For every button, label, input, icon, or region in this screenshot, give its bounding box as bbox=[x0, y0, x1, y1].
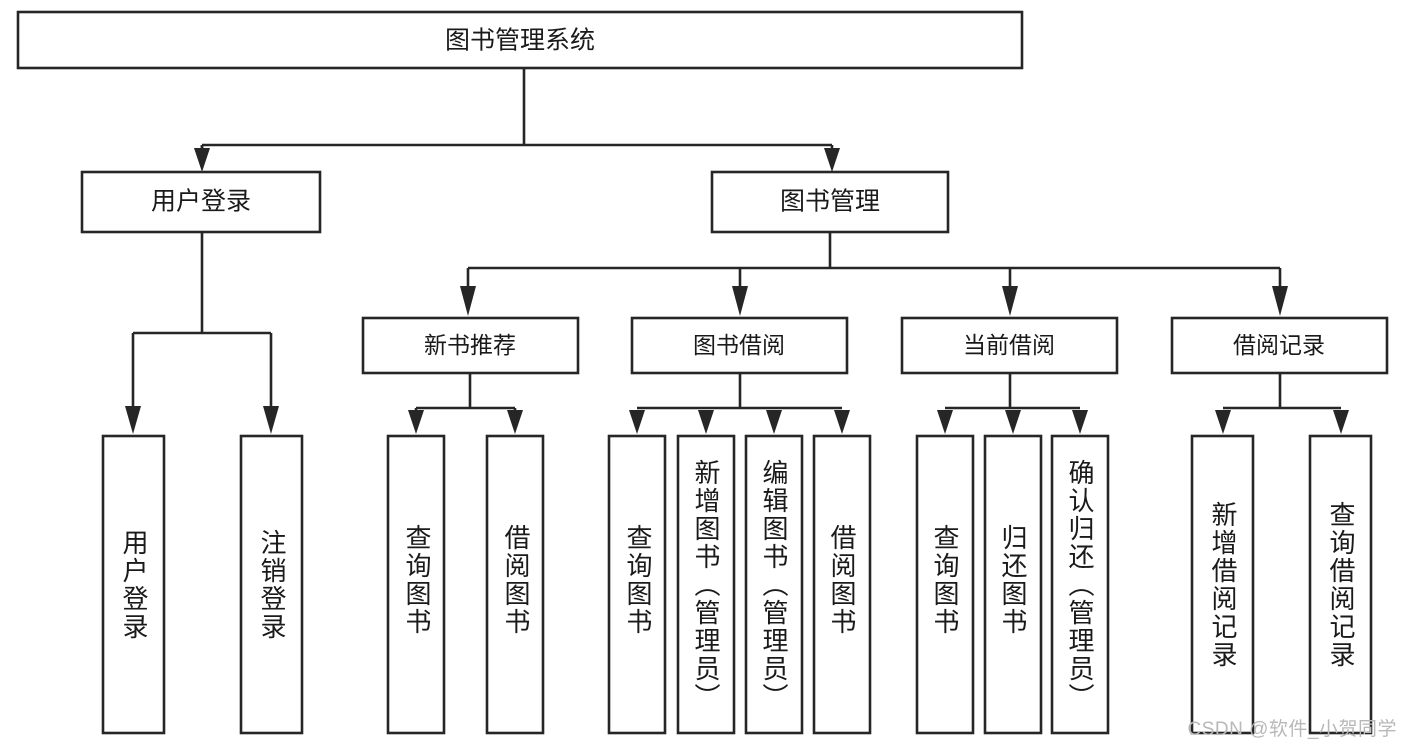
node-root[interactable]: 图书管理系统 bbox=[16, 10, 1024, 70]
arrow-newbook-query bbox=[408, 410, 424, 434]
node-leaf-query-book-current[interactable]: 查询图书 bbox=[915, 434, 975, 735]
node-leaf-query-book-current-box[interactable] bbox=[915, 434, 975, 735]
node-leaf-query-book-borrow[interactable]: 查询图书 bbox=[607, 434, 667, 735]
arrow-leaf-logout bbox=[263, 406, 279, 434]
node-leaf-query-book-borrow-label: 查询图书 bbox=[623, 524, 653, 636]
node-leaf-return-book-label: 归还图书 bbox=[998, 524, 1028, 636]
arrow-current-return bbox=[1005, 410, 1021, 434]
node-book-management-box[interactable] bbox=[710, 170, 950, 234]
node-leaf-logout-box[interactable] bbox=[239, 434, 304, 735]
node-leaf-query-book-rec[interactable]: 查询图书 bbox=[386, 434, 446, 735]
arrow-to-borrow bbox=[732, 286, 748, 316]
arrow-leaf-user-login bbox=[125, 406, 141, 434]
arrow-newbook-borrow bbox=[507, 410, 523, 434]
node-leaf-edit-book-admin-label: 编辑图书（管理员） bbox=[759, 459, 789, 711]
node-leaf-query-book-borrow-box[interactable] bbox=[607, 434, 667, 735]
node-current-borrow-label: 当前借阅 bbox=[963, 332, 1055, 358]
arrow-record-add bbox=[1215, 410, 1231, 434]
node-leaf-add-borrow-record-box[interactable] bbox=[1190, 434, 1255, 735]
node-leaf-query-book-current-label: 查询图书 bbox=[930, 524, 960, 636]
node-leaf-confirm-return-admin[interactable]: 确认归还（管理员） bbox=[1050, 434, 1110, 735]
node-borrow-record[interactable]: 借阅记录 bbox=[1170, 316, 1389, 375]
node-borrow-record-box[interactable] bbox=[1170, 316, 1389, 375]
node-leaf-borrow-book-rec[interactable]: 借阅图书 bbox=[485, 434, 545, 735]
node-leaf-return-book[interactable]: 归还图书 bbox=[983, 434, 1043, 735]
arrow-to-current bbox=[1002, 286, 1018, 316]
node-leaf-add-book-admin[interactable]: 新增图书（管理员） bbox=[676, 434, 736, 735]
arrow-to-book-mgmt bbox=[824, 148, 840, 172]
node-new-book-recommend[interactable]: 新书推荐 bbox=[361, 316, 580, 375]
node-leaf-logout-label: 注销登录 bbox=[257, 529, 287, 641]
node-leaf-lend-book[interactable]: 借阅图书 bbox=[812, 434, 872, 735]
arrow-current-confirm bbox=[1072, 410, 1088, 434]
node-root-box[interactable] bbox=[16, 10, 1024, 70]
node-borrow-record-label: 借阅记录 bbox=[1233, 332, 1325, 358]
node-leaf-logout[interactable]: 注销登录 bbox=[239, 434, 304, 735]
node-book-borrow[interactable]: 图书借阅 bbox=[630, 316, 849, 375]
node-leaf-borrow-book-rec-label: 借阅图书 bbox=[501, 524, 531, 636]
node-leaf-confirm-return-admin-label: 确认归还（管理员） bbox=[1065, 459, 1095, 711]
arrow-borrow-query bbox=[629, 410, 645, 434]
node-leaf-user-login-box[interactable] bbox=[101, 434, 166, 735]
node-book-management[interactable]: 图书管理 bbox=[710, 170, 950, 234]
arrow-to-record bbox=[1272, 286, 1288, 316]
node-book-borrow-label: 图书借阅 bbox=[693, 332, 785, 358]
node-leaf-borrow-book-rec-box[interactable] bbox=[485, 434, 545, 735]
node-book-management-label: 图书管理 bbox=[780, 188, 880, 216]
node-book-borrow-box[interactable] bbox=[630, 316, 849, 375]
node-leaf-lend-book-box[interactable] bbox=[812, 434, 872, 735]
arrow-to-new-book bbox=[460, 286, 476, 316]
node-leaf-lend-book-label: 借阅图书 bbox=[827, 524, 857, 636]
arrow-borrow-add bbox=[698, 410, 714, 434]
node-leaf-query-borrow-record-label: 查询借阅记录 bbox=[1326, 501, 1356, 669]
node-leaf-query-borrow-record[interactable]: 查询借阅记录 bbox=[1308, 434, 1373, 735]
connector-layer bbox=[125, 68, 1349, 434]
node-user-login-box[interactable] bbox=[80, 170, 322, 234]
node-current-borrow-box[interactable] bbox=[900, 316, 1119, 375]
node-user-login-label: 用户登录 bbox=[151, 188, 251, 216]
node-root-label: 图书管理系统 bbox=[445, 27, 595, 55]
node-leaf-user-login[interactable]: 用户登录 bbox=[101, 434, 166, 735]
node-new-book-recommend-box[interactable] bbox=[361, 316, 580, 375]
node-leaf-query-book-rec-box[interactable] bbox=[386, 434, 446, 735]
arrow-record-query bbox=[1333, 410, 1349, 434]
node-leaf-edit-book-admin[interactable]: 编辑图书（管理员） bbox=[744, 434, 804, 735]
node-leaf-return-book-box[interactable] bbox=[983, 434, 1043, 735]
node-leaf-edit-book-admin-box[interactable] bbox=[744, 434, 804, 735]
node-leaf-add-borrow-record-label: 新增借阅记录 bbox=[1208, 501, 1238, 669]
node-leaf-add-book-admin-label: 新增图书（管理员） bbox=[691, 459, 721, 711]
arrow-current-query bbox=[937, 410, 953, 434]
node-user-login[interactable]: 用户登录 bbox=[80, 170, 322, 234]
node-leaf-confirm-return-admin-box[interactable] bbox=[1050, 434, 1110, 735]
arrow-borrow-edit bbox=[766, 410, 782, 434]
node-leaf-add-borrow-record[interactable]: 新增借阅记录 bbox=[1190, 434, 1255, 735]
node-leaf-add-book-admin-box[interactable] bbox=[676, 434, 736, 735]
csdn-watermark: CSDN @软件_小贺同学 bbox=[1187, 719, 1397, 740]
node-leaf-query-book-rec-label: 查询图书 bbox=[402, 524, 432, 636]
node-leaf-query-borrow-record-box[interactable] bbox=[1308, 434, 1373, 735]
arrow-to-user-login bbox=[194, 148, 210, 172]
node-new-book-recommend-label: 新书推荐 bbox=[424, 332, 516, 358]
arrow-borrow-lend bbox=[834, 410, 850, 434]
node-leaf-user-login-label: 用户登录 bbox=[119, 529, 149, 641]
node-current-borrow[interactable]: 当前借阅 bbox=[900, 316, 1119, 375]
